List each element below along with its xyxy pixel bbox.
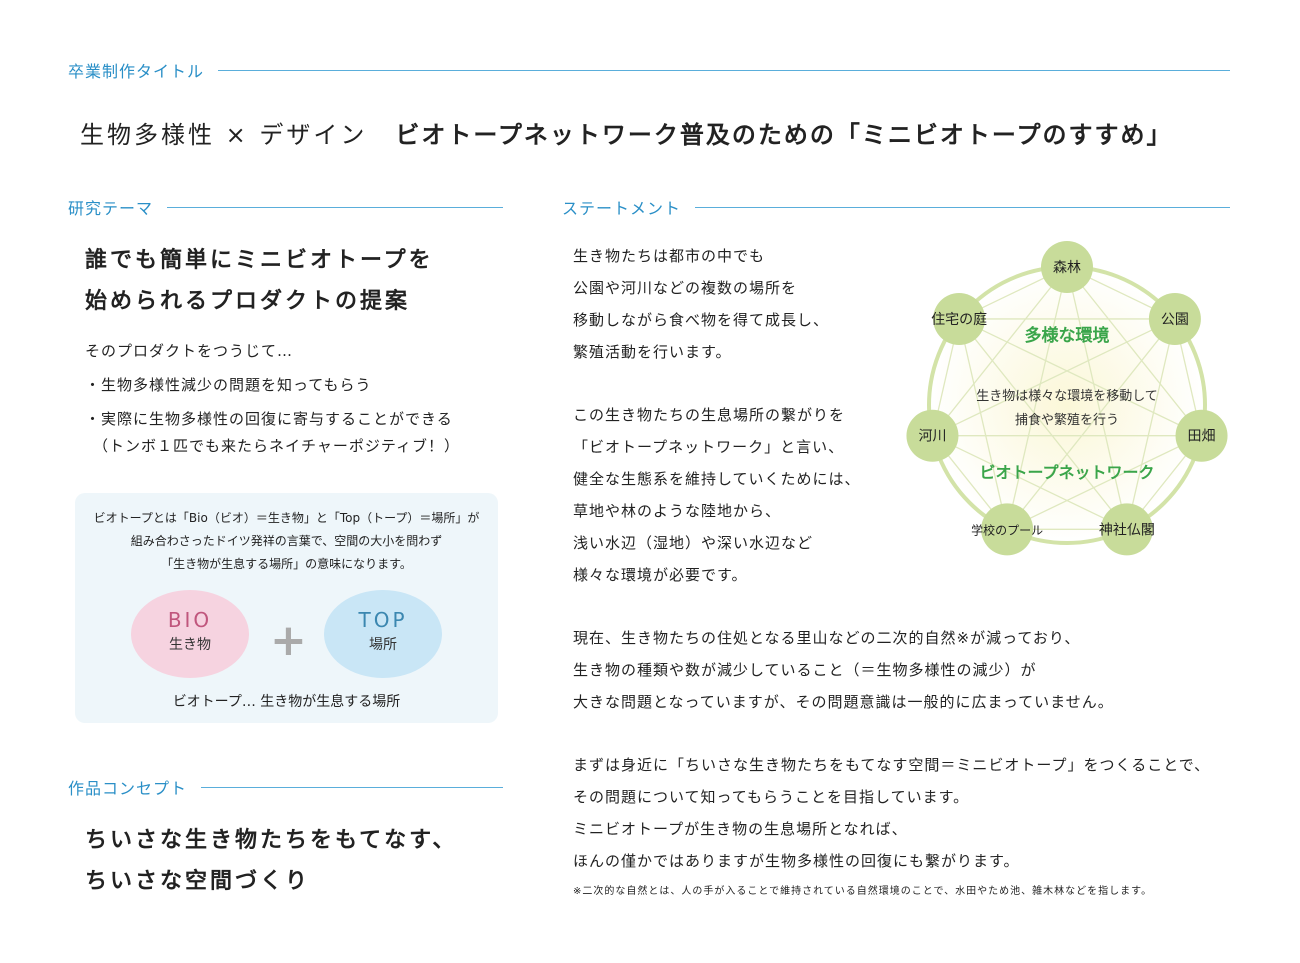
- network-link: [1006, 318, 1176, 530]
- bio-meaning: 生き物: [169, 637, 211, 653]
- statement-line: 公園や河川などの複数の場所を: [573, 279, 798, 297]
- research-body: そのプロダクトをつうじて… ・生物多様性減少の問題を知ってもらう ・実際に生物多…: [85, 338, 460, 456]
- habitat-node: [906, 409, 959, 462]
- network-link: [1066, 266, 1203, 437]
- statement-line: 健全な生態系を維持していくためには、: [573, 470, 861, 488]
- habitat-label: 公園: [1161, 312, 1189, 328]
- habitat-label: 森林: [1053, 260, 1081, 276]
- divider: [218, 69, 1230, 71]
- habitat-node: [1175, 409, 1228, 462]
- statement-line: 移動しながら食べ物を得て成長し、: [573, 311, 830, 329]
- statement-line: ほんの僅かではありますが生物多様性の回復にも繋がります。: [573, 852, 1020, 870]
- network-link: [1126, 318, 1176, 530]
- statement-line: ミニビオトープが生き物の生息場所となれば、: [573, 820, 908, 838]
- bio-label: BIO: [167, 608, 213, 632]
- statement-heading: ステートメント: [562, 195, 1230, 219]
- bottom-label: ビオトープネットワーク: [979, 463, 1154, 482]
- explanation-line: 「生き物が生息する場所」の意味になります。: [161, 557, 412, 571]
- intro-text: そのプロダクトをつうじて…: [85, 342, 294, 360]
- statement-line: 生き物の種類や数が減少していること（＝生物多様性の減少）が: [573, 661, 1037, 679]
- network-link: [1006, 266, 1068, 530]
- biotope-network-diagram: 多様な環境生き物は様々な環境を移動して捕食や繁殖を行うビオトープネットワーク森林…: [906, 241, 1228, 556]
- habitat-label: 神社仏閣: [1099, 522, 1155, 538]
- habitat-node: [981, 503, 1034, 556]
- heading-text: 作品コンセプト: [68, 779, 188, 798]
- divider: [167, 206, 503, 208]
- habitat-label: 学校のプール: [971, 522, 1043, 537]
- habitat-node: [1100, 503, 1153, 556]
- top-label: TOP: [358, 608, 408, 632]
- statement-line: 繁殖活動を行います。: [573, 343, 732, 361]
- paragraph-2: この生き物たちの生息場所の繋がりを「ビオトープネットワーク」と言い、健全な生態系…: [573, 399, 1233, 591]
- heading-text: 研究テーマ: [68, 199, 154, 218]
- statement-line: 「ビオトープネットワーク」と言い、: [573, 438, 845, 456]
- top-label: 多様な環境: [1025, 325, 1110, 346]
- center-text: 捕食や繁殖を行う: [1015, 412, 1119, 428]
- heading-text: ステートメント: [562, 199, 682, 218]
- title-section-label: 卒業制作タイトル: [68, 58, 1230, 82]
- explanation: ビオトープとは「Bio（ビオ）＝生き物」と「Top（トープ）＝場所」が 組み合わ…: [75, 507, 498, 576]
- statement-line: 草地や林のような陸地から、: [573, 502, 782, 520]
- statement-line: 様々な環境が必要です。: [573, 566, 748, 584]
- network-link: [1066, 266, 1128, 530]
- summary: ビオトープ… 生き物が生息する場所: [172, 694, 401, 710]
- network-link: [932, 318, 1176, 437]
- network-link: [1006, 435, 1202, 530]
- main-title: ビオトープネットワーク普及のための「ミニビオトープのすすめ」: [395, 121, 1173, 149]
- habitat-node: [1041, 241, 1093, 293]
- network-link: [931, 266, 1068, 437]
- habitat-node: [1148, 292, 1201, 345]
- habitat-label: 田畑: [1188, 429, 1216, 445]
- page-title: 生物多様性 × デザイン ビオトープネットワーク普及のための「ミニビオトープのす…: [80, 115, 1230, 150]
- plus-icon: +: [270, 615, 307, 666]
- statement-body: 生き物たちは都市の中でも公園や河川などの複数の場所を移動しながら食べ物を得て成長…: [573, 240, 1233, 901]
- label-text: 卒業制作タイトル: [68, 62, 205, 81]
- lead-line: ちいさな生き物たちをもてなす、: [85, 828, 458, 853]
- bullet: ・生物多様性減少の問題を知ってもらう: [85, 376, 372, 394]
- divider: [695, 206, 1230, 208]
- statement-line: 大きな問題となっていますが、その問題意識は一般的に広まっていません。: [573, 693, 1114, 711]
- footnote: ※二次的な自然とは、人の手が入ることで維持されている自然環境のことで、水田やため…: [573, 886, 1153, 897]
- top-ellipse: TOP 場所: [324, 590, 442, 678]
- habitat-label: 河川: [918, 429, 946, 445]
- network-link: [932, 435, 1128, 530]
- explanation-line: ビオトープとは「Bio（ビオ）＝生き物」と「Top（トープ）＝場所」が: [93, 511, 480, 525]
- network-link: [958, 318, 1202, 437]
- network-link: [958, 318, 1128, 530]
- subtitle: 生物多様性 × デザイン: [80, 121, 368, 149]
- paragraph-1: 生き物たちは都市の中でも公園や河川などの複数の場所を移動しながら食べ物を得て成長…: [573, 240, 1233, 368]
- habitat-label: 住宅の庭: [931, 311, 987, 328]
- lead-line: 誰でも簡単にミニビオトープを: [85, 248, 434, 273]
- statement-line: 現在、生き物たちの住処となる里山などの二次的自然※が減っており、: [573, 629, 1081, 647]
- concept-lead: ちいさな生き物たちをもてなす、 ちいさな空間づくり: [85, 820, 457, 902]
- statement-line: この生き物たちの生息場所の繋がりを: [573, 406, 846, 424]
- lead-line: 始められるプロダクトの提案: [85, 289, 411, 314]
- habitat-node: [933, 292, 986, 345]
- bio-ellipse: BIO 生き物: [131, 590, 249, 678]
- statement-line: 浅い水辺（湿地）や深い水辺など: [573, 534, 814, 552]
- biotope-definition-box: ビオトープとは「Bio（ビオ）＝生き物」と「Top（トープ）＝場所」が 組み合わ…: [75, 493, 498, 723]
- center-text: 生き物は様々な環境を移動して: [976, 389, 1158, 404]
- lead-line: ちいさな空間づくり: [85, 869, 311, 894]
- bullet: ・実際に生物多様性の回復に寄与することができる: [85, 410, 453, 428]
- explanation-line: 組み合わさったドイツ発祥の言葉で、空間の大小を問わず: [130, 534, 443, 548]
- paragraph-4: まずは身近に「ちいさな生き物たちをもてなす空間＝ミニビオトープ」をつくることで、…: [573, 749, 1233, 877]
- concept-heading: 作品コンセプト: [68, 775, 503, 799]
- statement-line: まずは身近に「ちいさな生き物たちをもてなす空間＝ミニビオトープ」をつくることで、: [573, 756, 1211, 774]
- network-link: [958, 318, 1008, 530]
- top-meaning: 場所: [369, 637, 397, 653]
- research-heading: 研究テーマ: [68, 195, 503, 219]
- research-lead: 誰でも簡単にミニビオトープを 始められるプロダクトの提案: [85, 240, 434, 322]
- statement-line: その問題について知ってもらうことを目指しています。: [573, 788, 970, 806]
- note: （トンボ１匹でも来たらネイチャーポジティブ！）: [93, 437, 460, 455]
- paragraph-3: 現在、生き物たちの住処となる里山などの二次的自然※が減っており、生き物の種類や数…: [573, 622, 1233, 718]
- divider: [201, 786, 503, 788]
- statement-line: 生き物たちは都市の中でも: [573, 247, 766, 265]
